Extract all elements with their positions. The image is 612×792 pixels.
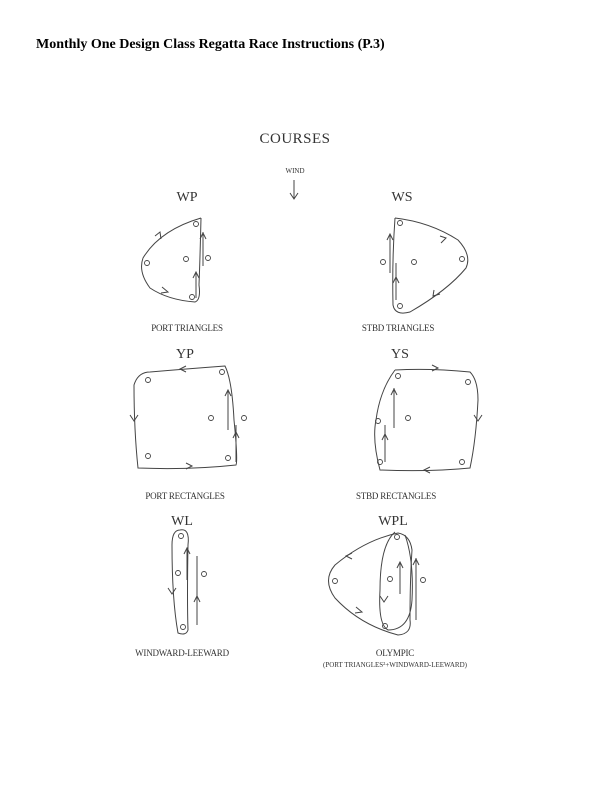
course-code-ys: YS (391, 347, 409, 362)
course-code-ws: WS (391, 190, 413, 205)
course-sketch-wpl (328, 531, 426, 636)
course-sketch-wl (167, 529, 207, 635)
page-title: Monthly One Design Class Regatta Race In… (36, 37, 385, 52)
course-caption-ys: STBD RECTANGLES (355, 491, 437, 501)
wind-arrow-icon (289, 180, 299, 200)
course-code-wp: WP (176, 190, 198, 205)
course-caption-wl: WINDWARD-LEEWARD (135, 648, 229, 658)
course-subcaption-wpl: (PORT TRIANGLES²+WINDWARD-LEEWARD) (323, 661, 467, 669)
wind-label: WIND (285, 167, 305, 175)
course-sketch-yp (129, 365, 247, 470)
course-code-wl: WL (171, 514, 193, 529)
diagram-heading: COURSES (259, 131, 331, 147)
course-sketch-wp (141, 217, 211, 303)
course-code-wpl: WPL (378, 514, 408, 529)
course-caption-ws: STBD TRIANGLES (361, 323, 435, 333)
course-caption-wpl: OLYMPIC (375, 648, 415, 658)
course-sketch-ws (380, 217, 469, 314)
course-caption-wp: PORT TRIANGLES (151, 323, 223, 333)
course-sketch-ys (374, 364, 483, 474)
course-code-yp: YP (176, 347, 194, 362)
course-caption-yp: PORT RECTANGLES (145, 491, 225, 501)
